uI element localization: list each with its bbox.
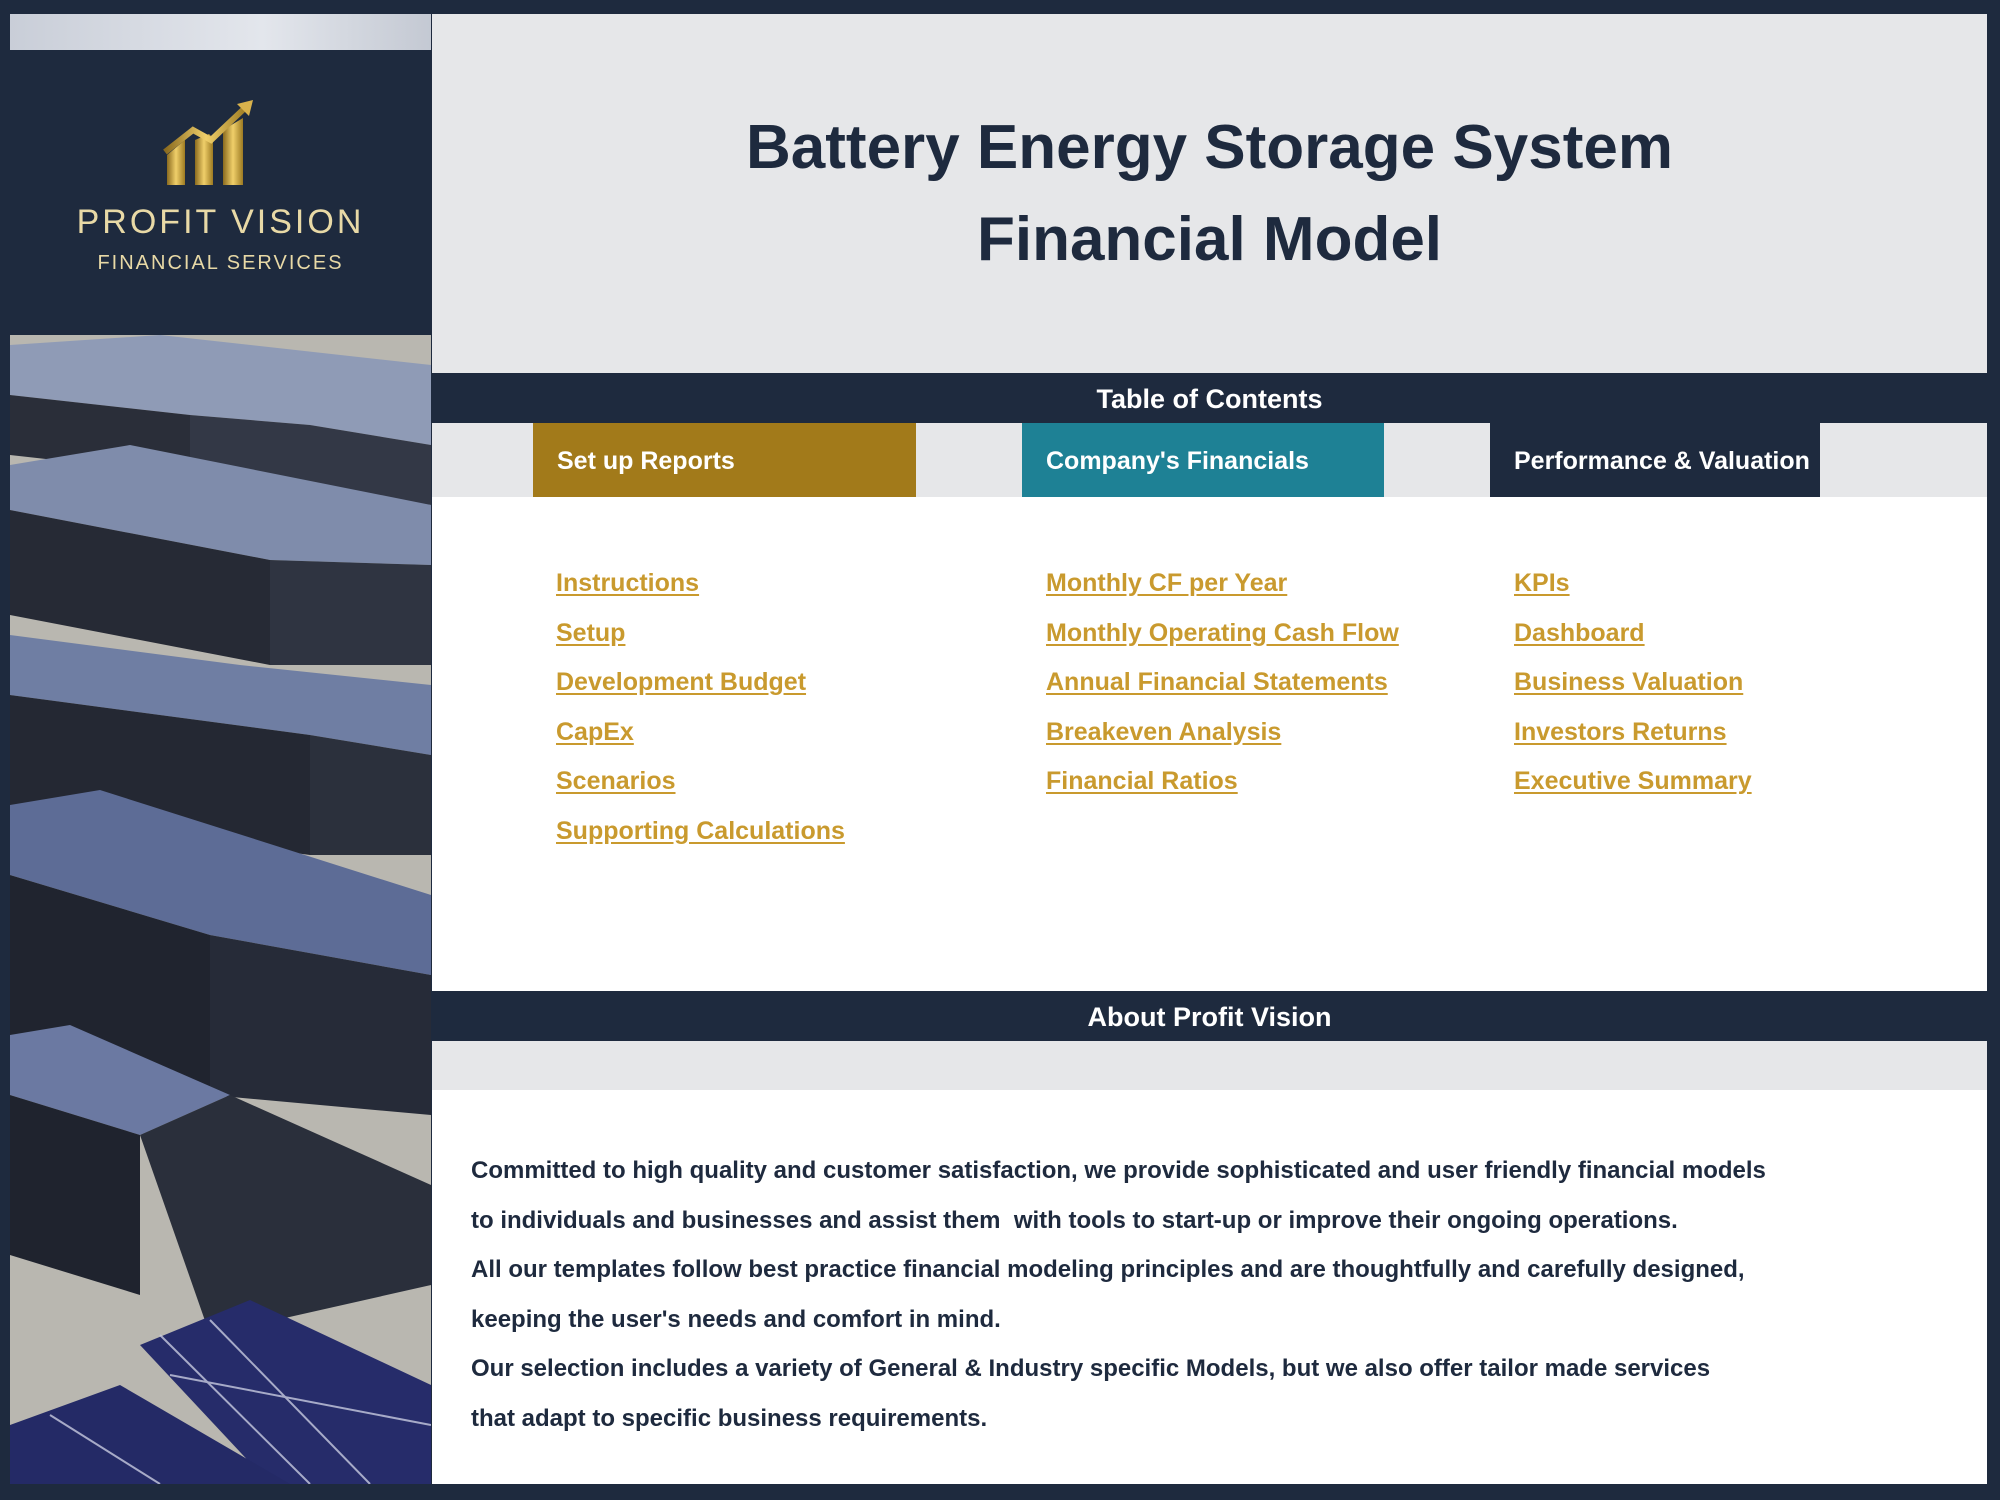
- about-heading: About Profit Vision: [432, 991, 1987, 1041]
- battery-containers-illustration: [10, 335, 431, 1484]
- about-line: Our selection includes a variety of Gene…: [471, 1355, 1711, 1382]
- rising-bar-chart-arrow-icon: [163, 100, 253, 185]
- decorative-top-strip: [10, 14, 431, 50]
- page-title-line-1: Battery Energy Storage System: [746, 113, 1673, 182]
- link-executive-summary[interactable]: Executive Summary: [1514, 767, 1752, 795]
- logo-panel: [10, 50, 431, 335]
- toc-heading: Table of Contents: [432, 373, 1987, 423]
- page-title-line-2: Financial Model: [976, 205, 1443, 274]
- link-scenarios[interactable]: Scenarios: [556, 767, 676, 795]
- bess-photo: [10, 335, 431, 1484]
- brand-tagline: FINANCIAL SERVICES: [97, 252, 344, 274]
- link-dashboard[interactable]: Dashboard: [1514, 618, 1645, 647]
- toc-category-row: Set up Reports Company's Financials Perf…: [432, 423, 1987, 497]
- link-investors-returns[interactable]: Investors Returns: [1514, 717, 1727, 746]
- about-panel: Committed to high quality and customer s…: [432, 1090, 1987, 1484]
- companys-financials-links: Monthly CF per Year Monthly Operating Ca…: [1046, 559, 1399, 807]
- link-capex[interactable]: CapEx: [556, 717, 634, 746]
- link-monthly-operating-cash-flow[interactable]: Monthly Operating Cash Flow: [1046, 618, 1399, 647]
- about-text: Committed to high quality and customer s…: [471, 1146, 1766, 1443]
- category-companys-financials: Company's Financials: [1022, 423, 1384, 497]
- about-line: to individuals and businesses and assist…: [471, 1206, 1678, 1234]
- link-development-budget[interactable]: Development Budget: [556, 668, 807, 696]
- link-business-valuation[interactable]: Business Valuation: [1514, 668, 1744, 696]
- about-line: All our templates follow best practice f…: [471, 1256, 1745, 1283]
- link-setup[interactable]: Setup: [556, 618, 626, 647]
- title-panel: Battery Energy Storage System Financial …: [432, 14, 1987, 373]
- link-annual-financial-statements[interactable]: Annual Financial Statements: [1046, 668, 1388, 696]
- link-supporting-calculations[interactable]: Supporting Calculations: [556, 816, 845, 845]
- about-line: Committed to high quality and customer s…: [471, 1157, 1766, 1184]
- about-line: that adapt to specific business requirem…: [471, 1404, 988, 1432]
- performance-valuation-links: KPIs Dashboard Business Valuation Invest…: [1514, 559, 1752, 807]
- link-instructions[interactable]: Instructions: [556, 569, 700, 597]
- setup-reports-links: Instructions Setup Development Budget Ca…: [556, 559, 845, 856]
- brand-name: PROFIT VISION: [76, 203, 365, 241]
- toc-links-panel: Instructions Setup Development Budget Ca…: [432, 497, 1987, 991]
- about-divider-strip: [432, 1041, 1987, 1090]
- link-financial-ratios[interactable]: Financial Ratios: [1046, 767, 1238, 795]
- category-setup-reports: Set up Reports: [533, 423, 916, 497]
- category-performance-valuation: Performance & Valuation: [1490, 423, 1820, 497]
- about-line: keeping the user's needs and comfort in …: [471, 1305, 1001, 1333]
- link-breakeven-analysis[interactable]: Breakeven Analysis: [1046, 717, 1282, 746]
- link-kpis[interactable]: KPIs: [1514, 569, 1570, 597]
- link-monthly-cf-per-year[interactable]: Monthly CF per Year: [1046, 569, 1288, 597]
